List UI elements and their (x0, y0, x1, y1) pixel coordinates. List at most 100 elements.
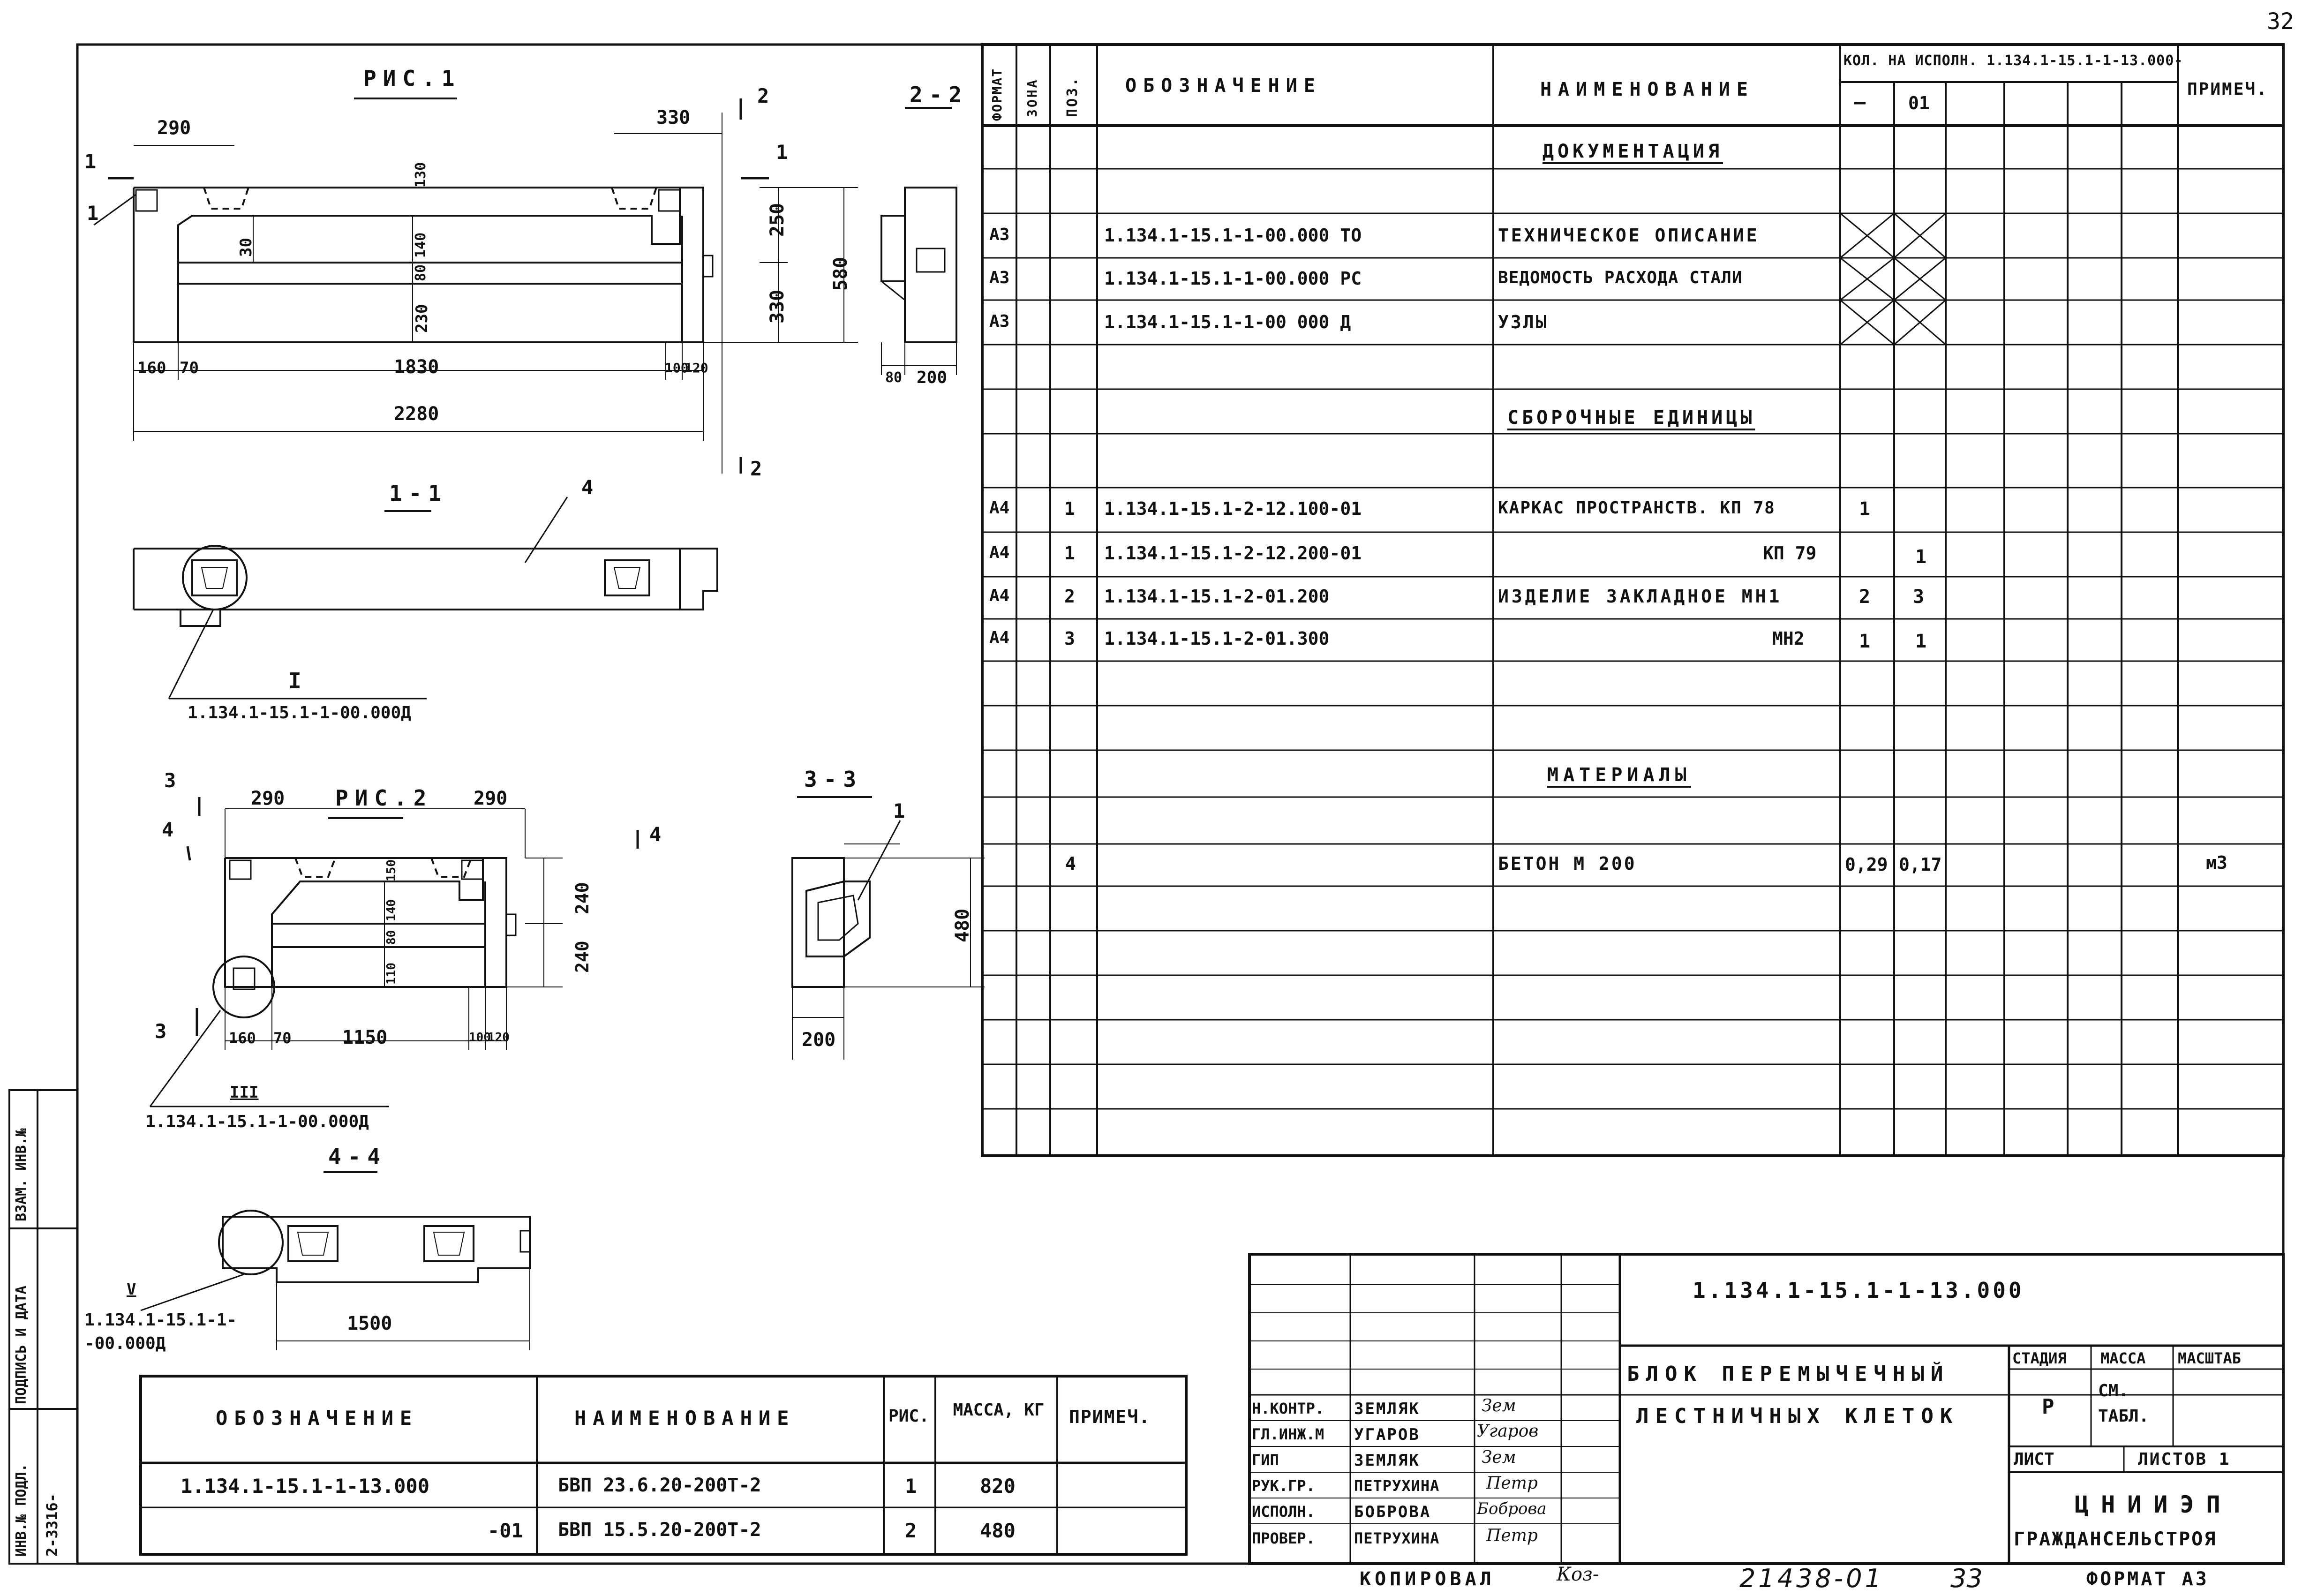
callout-V-ref: 1.134.1-15.1-1- (84, 1310, 237, 1330)
spec-cell-designation: 1.134.1-15.1-1-00.000 ТО (1104, 225, 1362, 246)
variants-row-fig: 1 (905, 1475, 917, 1498)
stamp-signature: Зем (1482, 1448, 1516, 1467)
dim-label: 1500 (347, 1313, 392, 1334)
spec-cell-designation: 1.134.1-15.1-1-00.000 РС (1104, 268, 1362, 289)
spec-cell-format: А3 (989, 268, 1010, 287)
section-marker: 4 (162, 818, 174, 841)
stamp-person: ЗЕМЛЯК (1354, 1451, 1420, 1470)
stamp-role: Н.КОНТР. (1252, 1400, 1324, 1417)
dim-label: 80 (885, 369, 903, 386)
spec-cell-qty1: 1 (1859, 498, 1871, 520)
stamp-org-line1: ЦНИИЭП (2075, 1491, 2233, 1518)
section-marker: 2 (757, 84, 769, 107)
footer-sheet: 33 (1950, 1564, 1983, 1593)
spec-section-docs: ДОКУМЕНТАЦИЯ (1543, 141, 1723, 162)
stamp-signature: Боброва (1477, 1499, 1547, 1518)
stamp-stage-value: Р (2042, 1395, 2054, 1419)
variants-header-mass: МАССА, КГ (953, 1400, 1045, 1420)
spec-cell-qty2: 0,17 (1899, 854, 1942, 875)
spec-cell-format: А3 (989, 312, 1010, 331)
dim-label: 330 (767, 289, 788, 324)
variants-header-designation: ОБОЗНАЧЕНИЕ (216, 1407, 419, 1430)
spec-cell-pos: 1 (1064, 498, 1075, 519)
stamp-scale-label: МАСШТАБ (2178, 1349, 2241, 1367)
callout-V-ref-2: -00.000Д (84, 1334, 166, 1353)
spec-cell-format: А4 (989, 628, 1010, 647)
dim-label: 140 (384, 899, 399, 921)
stamp-signature: Петр (1486, 1474, 1538, 1493)
dim-label: 1150 (342, 1027, 388, 1048)
dim-label: 100 (665, 360, 689, 376)
spec-cell-designation: 1.134.1-15.1-2-12.100-01 (1104, 498, 1362, 519)
dim-label: 250 (767, 203, 788, 237)
footer-copied-sign: Коз- (1557, 1564, 1599, 1585)
dim-label: 240 (572, 941, 593, 973)
spec-cell-name: МН2 (1772, 628, 1805, 649)
footer-format: ФОРМАТ А3 (2086, 1568, 2209, 1590)
spec-cell-pos: 3 (1064, 628, 1075, 649)
side-inv-podl: ИНВ.№ ПОДЛ. (13, 1463, 30, 1557)
dim-label: 1830 (394, 356, 439, 378)
section-4-4-title: 4-4 (328, 1144, 387, 1169)
section-marker: 3 (164, 769, 176, 792)
section-1-1-title: 1-1 (389, 481, 448, 506)
spec-cell-qty1: 1 (1859, 631, 1871, 652)
spec-section-assemblies: СБОРОЧНЫЕ ЕДИНИЦЫ (1507, 407, 1755, 429)
stamp-title-line2: ЛЕСТНИЧНЫХ КЛЕТОК (1636, 1404, 1959, 1428)
dim-label: 150 (384, 859, 399, 881)
dim-label: 290 (251, 788, 285, 809)
spec-cell-qty2: 1 (1915, 631, 1927, 652)
spec-cell-pos: 2 (1064, 586, 1075, 607)
stamp-code: 1.134.1-15.1-1-13.000 (1693, 1278, 2024, 1303)
variants-header-name: НАИМЕНОВАНИЕ (574, 1407, 796, 1430)
dim-label: 130 (413, 162, 429, 188)
stamp-person: БОБРОВА (1354, 1503, 1431, 1521)
dim-label: 110 (384, 963, 399, 985)
dim-label: 200 (802, 1029, 836, 1051)
spec-cell-name: КП 79 (1763, 543, 1817, 564)
stamp-person: ЗЕМЛЯК (1354, 1400, 1420, 1418)
stamp-role: ИСПОЛН. (1252, 1503, 1315, 1521)
spec-cell-qty1: 0,29 (1845, 854, 1888, 875)
spec-cell-name: УЗЛЫ (1498, 312, 1549, 332)
stamp-mass-value: СМ. ТАБЛ. (2098, 1381, 2149, 1426)
spec-cell-format: А3 (989, 225, 1010, 244)
stamp-signature: Зем (1482, 1396, 1516, 1415)
stamp-role: ГИП (1252, 1451, 1279, 1469)
fig1-title: РИС.1 (363, 66, 461, 91)
variants-row-mass: 820 (980, 1475, 1016, 1498)
spec-cell-designation: 1.134.1-15.1-2-12.200-01 (1104, 543, 1362, 564)
spec-cell-qty2: 1 (1915, 546, 1927, 568)
stamp-stage-label: СТАДИЯ (2012, 1349, 2067, 1367)
section-marker: 4 (649, 823, 662, 846)
callout-marker: 1 (893, 799, 905, 822)
section-marker: 2 (750, 457, 762, 480)
dim-label: 120 (685, 360, 708, 376)
spec-header-designation: ОБОЗНАЧЕНИЕ (1125, 75, 1322, 97)
spec-header-pos: ПОЗ. (1064, 75, 1081, 117)
spec-cell-name: КАРКАС ПРОСТРАНСТВ. КП 78 (1498, 498, 1776, 518)
stamp-mass-label: МАССА (2100, 1349, 2146, 1367)
dim-label: 290 (474, 788, 508, 809)
variants-row-designation: -01 (488, 1519, 523, 1542)
dim-label: 480 (952, 908, 973, 942)
spec-cell-format: А4 (989, 498, 1010, 518)
footer-copied: КОПИРОВАЛ (1360, 1568, 1495, 1590)
stamp-signature: Угаров (1477, 1422, 1539, 1441)
spec-cell-designation: 1.134.1-15.1-2-01.200 (1104, 586, 1330, 607)
dim-label: 140 (413, 232, 429, 258)
dim-label: 580 (830, 256, 851, 291)
stamp-person: ПЕТРУХИНА (1354, 1477, 1440, 1495)
dim-label: 70 (180, 359, 199, 377)
spec-header-qty: КОЛ. НА ИСПОЛН. 1.134.1-15.1-1-13.000- (1843, 53, 2183, 69)
stamp-signature: Петр (1486, 1526, 1538, 1545)
variants-row-mass: 480 (980, 1519, 1016, 1542)
spec-cell-format: А4 (989, 543, 1010, 562)
dim-label: 200 (917, 368, 948, 387)
spec-header-name: НАИМЕНОВАНИЕ (1540, 79, 1754, 100)
spec-header-zone: ЗОНА (1024, 78, 1040, 117)
stamp-person: ПЕТРУХИНА (1354, 1529, 1440, 1547)
callout-III-mark: III (230, 1083, 259, 1102)
callout-marker: 4 (581, 476, 594, 499)
